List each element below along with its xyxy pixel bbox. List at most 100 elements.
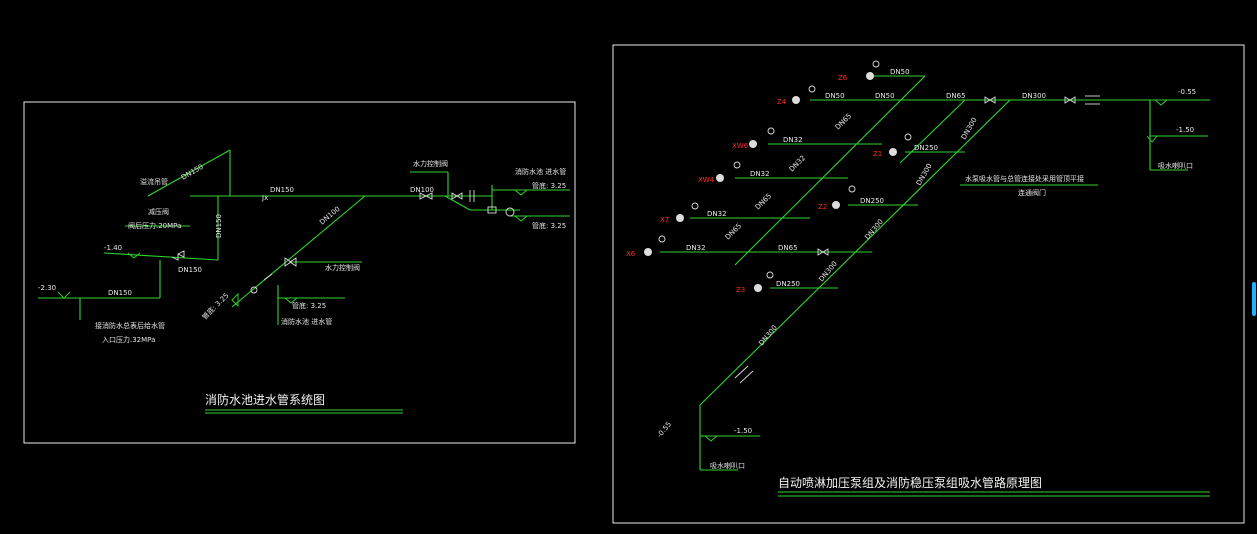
pump-z2 (832, 185, 856, 209)
label-float-valve-mid: 水力控制阀 (325, 263, 360, 272)
label-float-valve-top: 水力控制阀 (413, 159, 448, 168)
label-dn65-d2: DN65 (754, 192, 773, 211)
valve-dn150 (171, 250, 185, 261)
meter-box (487, 206, 497, 214)
valve-float (451, 192, 463, 200)
label-dn50-b: DN50 (825, 92, 845, 100)
right-panel: Z6 Z4 XW6 XW4 X7 X6 Z1 Z2 Z3 DN50 DN50 D… (612, 44, 1245, 524)
pump-z6 (866, 60, 880, 80)
elev-marker-bot-150 (704, 435, 718, 442)
overflow-pipe (147, 149, 231, 197)
left-panel: DN150 DN150 DN150 DN150 DN150 DN100 DN10… (23, 101, 576, 444)
label-note-main-2: 连通阀门 (1018, 188, 1046, 197)
label-dn50-c: DN50 (875, 92, 895, 100)
valve-top-dn65 (984, 96, 996, 104)
branch-diag-dn65 (734, 75, 926, 266)
label-inlet-pressure: 入口压力.32MPa (102, 335, 155, 344)
label-elev-neg140: -1.40 (104, 244, 122, 252)
label-pump-in-top: 吸水喇叭口 (1158, 161, 1193, 170)
label-jx: Jx (261, 194, 268, 202)
label-dn100-diag: DN100 (318, 205, 342, 227)
pump-xw6 (749, 127, 775, 148)
label-outlet-pressure: 阀后压力.20MPa (128, 221, 181, 230)
valve-dn100 (419, 192, 433, 200)
label-dn150-main: DN150 (270, 186, 294, 194)
label-elev-bot-150: -1.50 (734, 427, 752, 435)
right-title: 自动喷淋加压泵组及消防稳压泵组吸水管路原理图 (778, 475, 1042, 490)
label-dn250-b: DN250 (860, 197, 884, 205)
elev-marker-140 (127, 252, 141, 259)
label-dn65-h: DN65 (778, 244, 798, 252)
fitting-mark (263, 273, 273, 281)
label-dn32-b: DN32 (750, 170, 770, 178)
pump-xw4 (716, 161, 741, 182)
label-pressure-reduce: 减压阀 (148, 207, 169, 216)
label-dn32-a: DN32 (783, 136, 803, 144)
diag-flange-2 (739, 370, 754, 384)
label-dn32-c: DN32 (707, 210, 727, 218)
pump-z3 (754, 271, 774, 292)
elev-marker-top-055 (1154, 99, 1168, 106)
label-dn32-d: DN32 (686, 244, 706, 252)
label-elev-325d: 管底: 3.25 (200, 291, 231, 322)
label-elev-top-055: -0.55 (1178, 88, 1196, 96)
label-z1: Z1 (873, 150, 882, 158)
label-elev-bot-055: -0.55 (655, 420, 673, 439)
right-branch (444, 195, 471, 211)
label-z2: Z2 (818, 203, 827, 211)
left-title: 消防水池进水管系统图 (205, 392, 325, 407)
label-xw6: XW6 (732, 142, 749, 150)
label-dn65-d3: DN65 (724, 222, 743, 241)
left-frame (23, 101, 576, 444)
label-dn100-main: DN100 (410, 186, 434, 194)
label-elev-top-150: -1.50 (1176, 126, 1194, 134)
label-pool-top: 消防水池 进水管 (515, 167, 566, 176)
diag-pipe-dn100 (231, 195, 366, 308)
label-dn50-a: DN50 (890, 68, 910, 76)
label-pool-bottom: 消防水池 进水管 (281, 317, 332, 326)
label-dn300-d5: DN300 (757, 324, 779, 348)
label-dn150-valve: DN150 (178, 266, 202, 274)
label-dn250-a: DN250 (914, 144, 938, 152)
elev-marker-325c (284, 297, 298, 304)
label-dn150-top: DN150 (180, 163, 205, 182)
label-overflow: 溢流吊管 (140, 177, 168, 186)
right-frame (612, 44, 1245, 524)
diag-flange-1 (734, 365, 749, 379)
label-elev-325c: 管底: 3.25 (292, 301, 326, 310)
label-z3: Z3 (736, 286, 745, 294)
elev-marker-325b (514, 215, 528, 222)
valve-dn65-h (817, 248, 829, 256)
elev-marker-top-150 (1146, 135, 1158, 143)
label-pump-in-bot: 吸水喇叭口 (710, 461, 745, 470)
float-ball (250, 286, 258, 294)
elev-marker-325a (514, 189, 528, 196)
label-x6: X6 (626, 250, 636, 258)
label-dn300-d3: DN300 (863, 218, 885, 242)
pump-x6 (644, 235, 666, 256)
label-dn150-vertical: DN150 (215, 214, 223, 238)
label-elev-325b: 管底: 3.25 (532, 221, 566, 230)
label-dn65-top: DN65 (946, 92, 966, 100)
label-z4: Z4 (777, 98, 787, 106)
edge-cursor-marker[interactable] (1252, 282, 1256, 316)
pump-z4 (792, 85, 816, 104)
pump-z1 (889, 133, 912, 156)
label-dn65-d1: DN65 (834, 112, 853, 131)
label-x7: X7 (660, 216, 669, 224)
elev-marker-325d (231, 292, 239, 308)
label-dn300-d2: DN300 (915, 162, 934, 187)
label-elev-325a: 管底: 3.25 (532, 181, 566, 190)
pump-circle (505, 207, 515, 217)
label-dn150-low: DN150 (108, 289, 132, 297)
valve-diag-1 (284, 257, 297, 267)
label-dn32-diag: DN32 (788, 154, 807, 173)
label-dn300-d1: DN300 (960, 116, 979, 141)
elev-marker-230 (57, 291, 71, 299)
valve-top-dn300 (1064, 96, 1076, 104)
label-city-pipe: 接消防水总表后给水管 (95, 321, 165, 330)
pump-x7 (676, 202, 699, 222)
label-elev-neg230: -2.30 (38, 284, 56, 292)
label-xw4: XW4 (698, 176, 715, 184)
